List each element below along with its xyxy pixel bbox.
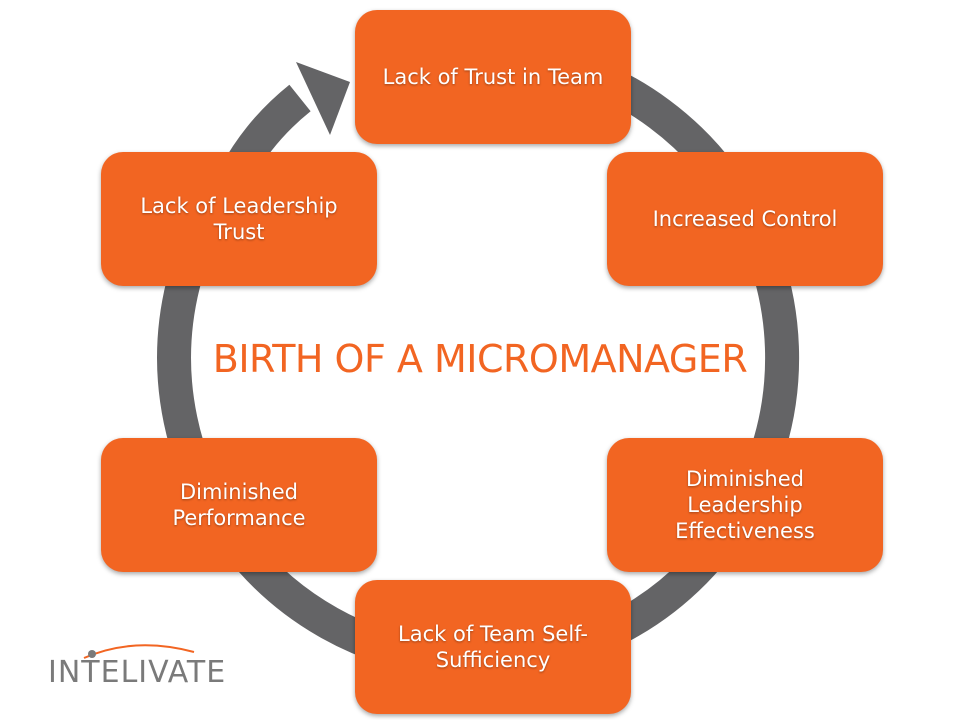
logo-text: INTELIVATE: [48, 655, 227, 690]
step-label: Lack of Trust in Team: [382, 65, 604, 89]
step-increased-control: Increased Control: [607, 152, 883, 286]
cycle-arrowhead: [296, 62, 350, 135]
step-lack-of-leadership-trust: Lack of Leadership Trust: [101, 152, 377, 286]
step-label: Increased Control: [652, 207, 838, 231]
step-label: Lack of Team Self-Sufficiency: [398, 622, 588, 672]
step-diminished-performance: Diminished Performance: [101, 438, 377, 572]
step-label: Lack of Leadership Trust: [140, 194, 338, 244]
step-label: Diminished Leadership Effectiveness: [675, 467, 815, 543]
step-diminished-leadership-effectiveness: Diminished Leadership Effectiveness: [607, 438, 883, 572]
step-label: Diminished Performance: [172, 480, 306, 530]
diagram-title: BIRTH OF A MICROMANAGER: [212, 337, 748, 381]
step-lack-of-team-self-sufficiency: Lack of Team Self-Sufficiency: [355, 580, 631, 714]
logo-arc-icon: [83, 644, 195, 659]
step-lack-of-trust-in-team: Lack of Trust in Team: [355, 10, 631, 144]
company-logo: INTELIVATE: [44, 634, 225, 694]
